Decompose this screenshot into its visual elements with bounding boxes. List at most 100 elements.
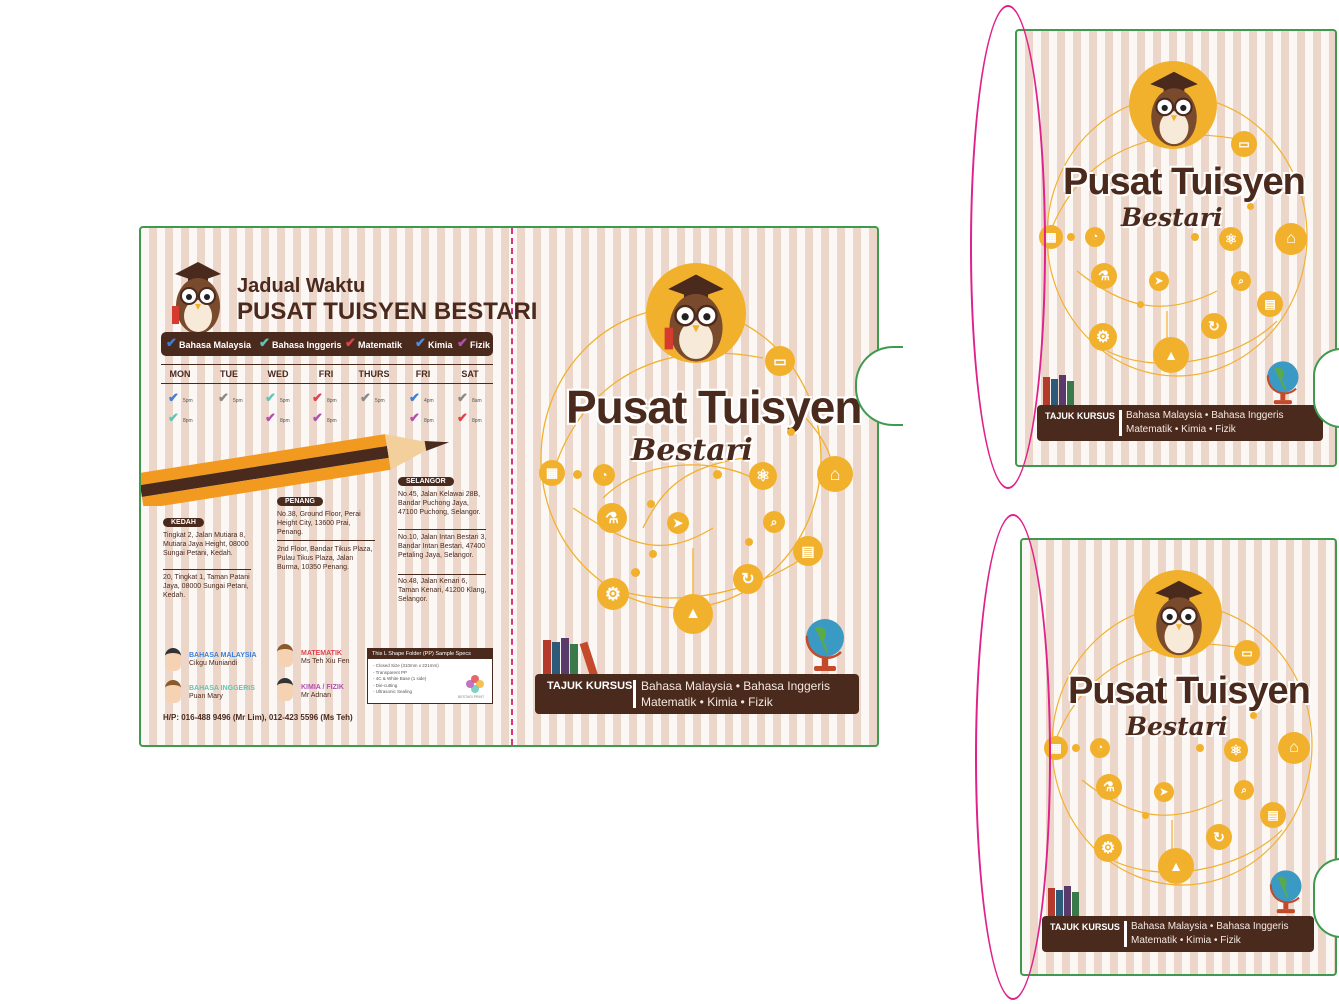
gear-icon: ⚙ — [1089, 323, 1117, 351]
network-dot — [1067, 233, 1075, 241]
spec-line: - Die-cutting — [373, 682, 398, 688]
time-label: 8pm — [183, 418, 193, 424]
teacher-entry: KIMIA / FIZIK Mr Adnan — [301, 684, 344, 701]
course-separator — [633, 680, 636, 708]
course-label: TAJUK KURSUS — [1050, 922, 1120, 932]
magnifier-icon: ⌕ — [1234, 780, 1254, 800]
day-header: WED — [267, 369, 289, 379]
course-label: TAJUK KURSUS — [1045, 411, 1115, 421]
course-line-1: Bahasa Malaysia • Bahasa Inggeris — [641, 679, 830, 693]
time-label: 5pm — [375, 398, 385, 404]
address-penang-2: 2nd Floor, Bandar Tikus Plaza, Pulau Tik… — [277, 546, 373, 571]
time-label: 8pm — [424, 418, 434, 424]
teacher-subject: MATEMATIK — [301, 650, 342, 657]
specs-box: This L Shape Folder (PP) Sample Specs - … — [367, 648, 493, 704]
cover-title: Pusat Tuisyen — [1068, 670, 1311, 712]
highlight-ellipse — [975, 514, 1051, 1000]
check-icon: ✔ — [415, 335, 426, 350]
check-icon: ✔ — [166, 335, 177, 350]
course-line-1: Bahasa Malaysia • Bahasa Inggeris — [1131, 921, 1289, 932]
region-tag-kedah: KEDAH — [163, 518, 204, 527]
subject-label: Bahasa Malaysia — [179, 340, 252, 350]
print-logo-text: BESTARI PRINT — [458, 695, 485, 699]
address-kedah-1: Tingkat 2, Jalan Mutiara 8, Mutiara Jaya… — [163, 532, 249, 557]
spec-line: - Transparent PP — [373, 669, 408, 675]
day-header: THURS — [358, 369, 390, 379]
course-line-2: Matematik • Kimia • Fizik — [1131, 935, 1241, 946]
books-icon — [1043, 375, 1074, 407]
avatar — [277, 678, 293, 701]
time-label: 8pm — [327, 398, 337, 404]
address-rule — [398, 574, 486, 575]
book-icon: ▤ — [793, 536, 823, 566]
cover-preview-top: Pusat Tuisyen Bestari ▦ ◔ ⚛ ⌂ ▭ ⚗ ➤ ⌕ ▤ … — [1015, 29, 1337, 467]
print-logo-icon — [466, 675, 484, 693]
table-top-rule — [161, 364, 493, 365]
avatar — [277, 644, 293, 667]
calculator-icon: ▦ — [539, 460, 565, 486]
paper-plane-icon: ➤ — [1154, 782, 1174, 802]
refresh-icon: ↻ — [733, 564, 763, 594]
check-icon: ✔ — [312, 410, 323, 425]
teacher-entry: BAHASA INGGERIS Puan Mary — [189, 685, 255, 702]
globe-icon — [1269, 870, 1302, 914]
teacher-subject: BAHASA MALAYSIA — [189, 652, 257, 659]
check-icon: ✔ — [457, 410, 468, 425]
avatar — [165, 648, 181, 671]
table-header-rule — [161, 383, 493, 384]
time-label: 4pm — [424, 398, 434, 404]
refresh-icon: ↻ — [1201, 313, 1227, 339]
region-tag-selangor: SELANGOR — [398, 477, 454, 486]
day-header: FRI — [318, 369, 334, 379]
check-icon: ✔ — [457, 335, 468, 350]
check-icon: ✔ — [259, 335, 270, 350]
course-separator — [1119, 410, 1122, 436]
paper-plane-icon: ➤ — [667, 512, 689, 534]
timetable-heading-1: Jadual Waktu — [237, 275, 366, 297]
check-icon: ✔ — [218, 390, 229, 405]
course-separator — [1124, 921, 1127, 947]
globe-icon — [1266, 361, 1299, 405]
spec-line: - Ultrasonic Sealing — [373, 689, 413, 695]
check-icon: ✔ — [409, 410, 420, 425]
network-dot — [1250, 712, 1257, 719]
day-header: SAT — [461, 369, 479, 379]
book-icon: ▤ — [1257, 291, 1283, 317]
cover-script: Bestari — [1121, 203, 1223, 232]
atom-icon: ⚛ — [749, 462, 777, 490]
course-label: TAJUK KURSUS — [547, 680, 633, 692]
laptop-icon: ▭ — [1231, 131, 1257, 157]
day-header: TUE — [220, 369, 238, 379]
gear-icon: ⚙ — [1094, 834, 1122, 862]
teacher-name: Mr Adnan — [301, 692, 331, 700]
spec-line: - Closed Size (310mm x 221mm) — [373, 663, 439, 668]
refresh-icon: ↻ — [1206, 824, 1232, 850]
pie-chart-icon: ◔ — [593, 464, 615, 486]
course-line-2: Matematik • Kimia • Fizik — [1126, 424, 1236, 435]
pie-chart-icon: ◔ — [1090, 738, 1110, 758]
teacher-name: Cikgu Muniandi — [189, 660, 238, 668]
network-dot — [1191, 233, 1199, 241]
course-line-2: Matematik • Kimia • Fizik — [641, 695, 773, 709]
timetable-heading-2: PUSAT TUISYEN BESTARI — [237, 298, 538, 325]
network-dot — [573, 470, 582, 479]
address-selangor-1: No.45, Jalan Kelawai 28B, Bandar Puchong… — [398, 491, 481, 516]
check-icon: ✔ — [457, 390, 468, 405]
cover-title: Pusat Tuisyen — [566, 381, 862, 433]
book-icon: ▤ — [1260, 802, 1286, 828]
check-icon: ✔ — [312, 390, 323, 405]
teacher-subject: KIMIA / FIZIK — [301, 684, 344, 691]
subject-label: Fizik — [470, 340, 491, 350]
magnifier-icon: ⌕ — [1231, 271, 1251, 291]
laptop-icon: ▭ — [765, 346, 795, 376]
subject-label: Bahasa Inggeris — [272, 340, 342, 350]
day-header: MON — [169, 369, 191, 379]
network-dot — [631, 568, 640, 577]
check-icon: ✔ — [409, 390, 420, 405]
gear-icon: ⚙ — [597, 578, 629, 610]
check-icon: ✔ — [265, 390, 276, 405]
network-dot — [1142, 812, 1149, 819]
address-selangor-3: No.48, Jalan Kenari 6, Taman Kenari, 412… — [398, 578, 487, 603]
specs-title: This L Shape Folder (PP) Sample Specs — [368, 649, 492, 659]
network-dot — [745, 538, 753, 546]
